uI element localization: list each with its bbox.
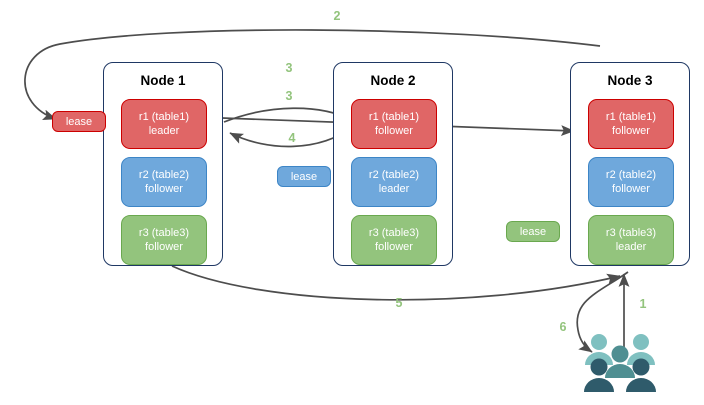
lease-badge-table3[interactable]: lease (506, 221, 560, 242)
step-label-1: 1 (639, 297, 647, 311)
replica-role: follower (612, 183, 650, 195)
replica-name: r3 (table3) (138, 227, 190, 239)
lease-label: lease (65, 115, 93, 128)
replica-name: r1 (table1) (368, 111, 420, 123)
step-label-3b: 3 (285, 89, 293, 103)
replica-role: leader (378, 183, 410, 195)
replica-role: leader (615, 241, 647, 253)
replica-name: r1 (table1) (605, 111, 657, 123)
replica-node1-r3[interactable]: r3 (table3) follower (121, 215, 207, 265)
step-label-5: 5 (395, 296, 403, 310)
replica-name: r2 (table2) (605, 169, 657, 181)
replica-node2-r2[interactable]: r2 (table2) leader (351, 157, 437, 207)
replica-name: r2 (table2) (138, 169, 190, 181)
step-label-2: 2 (333, 9, 341, 23)
replica-role: follower (375, 125, 413, 137)
edge-step-5 (171, 265, 621, 301)
users-front-row (584, 358, 656, 392)
node-title-node2: Node 2 (370, 73, 416, 88)
replica-role: follower (612, 125, 650, 137)
replica-role: leader (148, 125, 180, 137)
node-title-node3: Node 3 (607, 73, 653, 88)
replica-node2-r1[interactable]: r1 (table1) follower (351, 99, 437, 149)
lease-label: lease (290, 170, 318, 183)
step-label-4: 4 (288, 131, 296, 145)
replica-name: r3 (table3) (368, 227, 420, 239)
replica-node3-r3[interactable]: r3 (table3) leader (588, 215, 674, 265)
replica-name: r2 (table2) (368, 169, 420, 181)
replica-node3-r2[interactable]: r2 (table2) follower (588, 157, 674, 207)
step-label-6: 6 (559, 320, 567, 334)
replica-node2-r3[interactable]: r3 (table3) follower (351, 215, 437, 265)
replica-node1-r2[interactable]: r2 (table2) follower (121, 157, 207, 207)
node-box-node3[interactable]: Node 3 r1 (table1) follower r2 (table2) … (570, 62, 690, 266)
users-icon (584, 334, 656, 392)
replica-name: r1 (table1) (138, 111, 190, 123)
step-label-3a: 3 (285, 61, 293, 75)
replica-role: follower (145, 183, 183, 195)
replica-role: follower (375, 241, 413, 253)
users-middle-person (605, 345, 635, 378)
node-box-node2[interactable]: Node 2 r1 (table1) follower r2 (table2) … (333, 62, 453, 266)
replica-role: follower (145, 241, 183, 253)
replica-node1-r1[interactable]: r1 (table1) leader (121, 99, 207, 149)
node-title-node1: Node 1 (140, 73, 186, 88)
replica-name: r3 (table3) (605, 227, 657, 239)
node-box-node1[interactable]: Node 1 r1 (table1) leader r2 (table2) fo… (103, 62, 223, 266)
lease-badge-table2[interactable]: lease (277, 166, 331, 187)
lease-badge-table1[interactable]: lease (52, 111, 106, 132)
lease-label: lease (519, 225, 547, 238)
replica-node3-r1[interactable]: r1 (table1) follower (588, 99, 674, 149)
